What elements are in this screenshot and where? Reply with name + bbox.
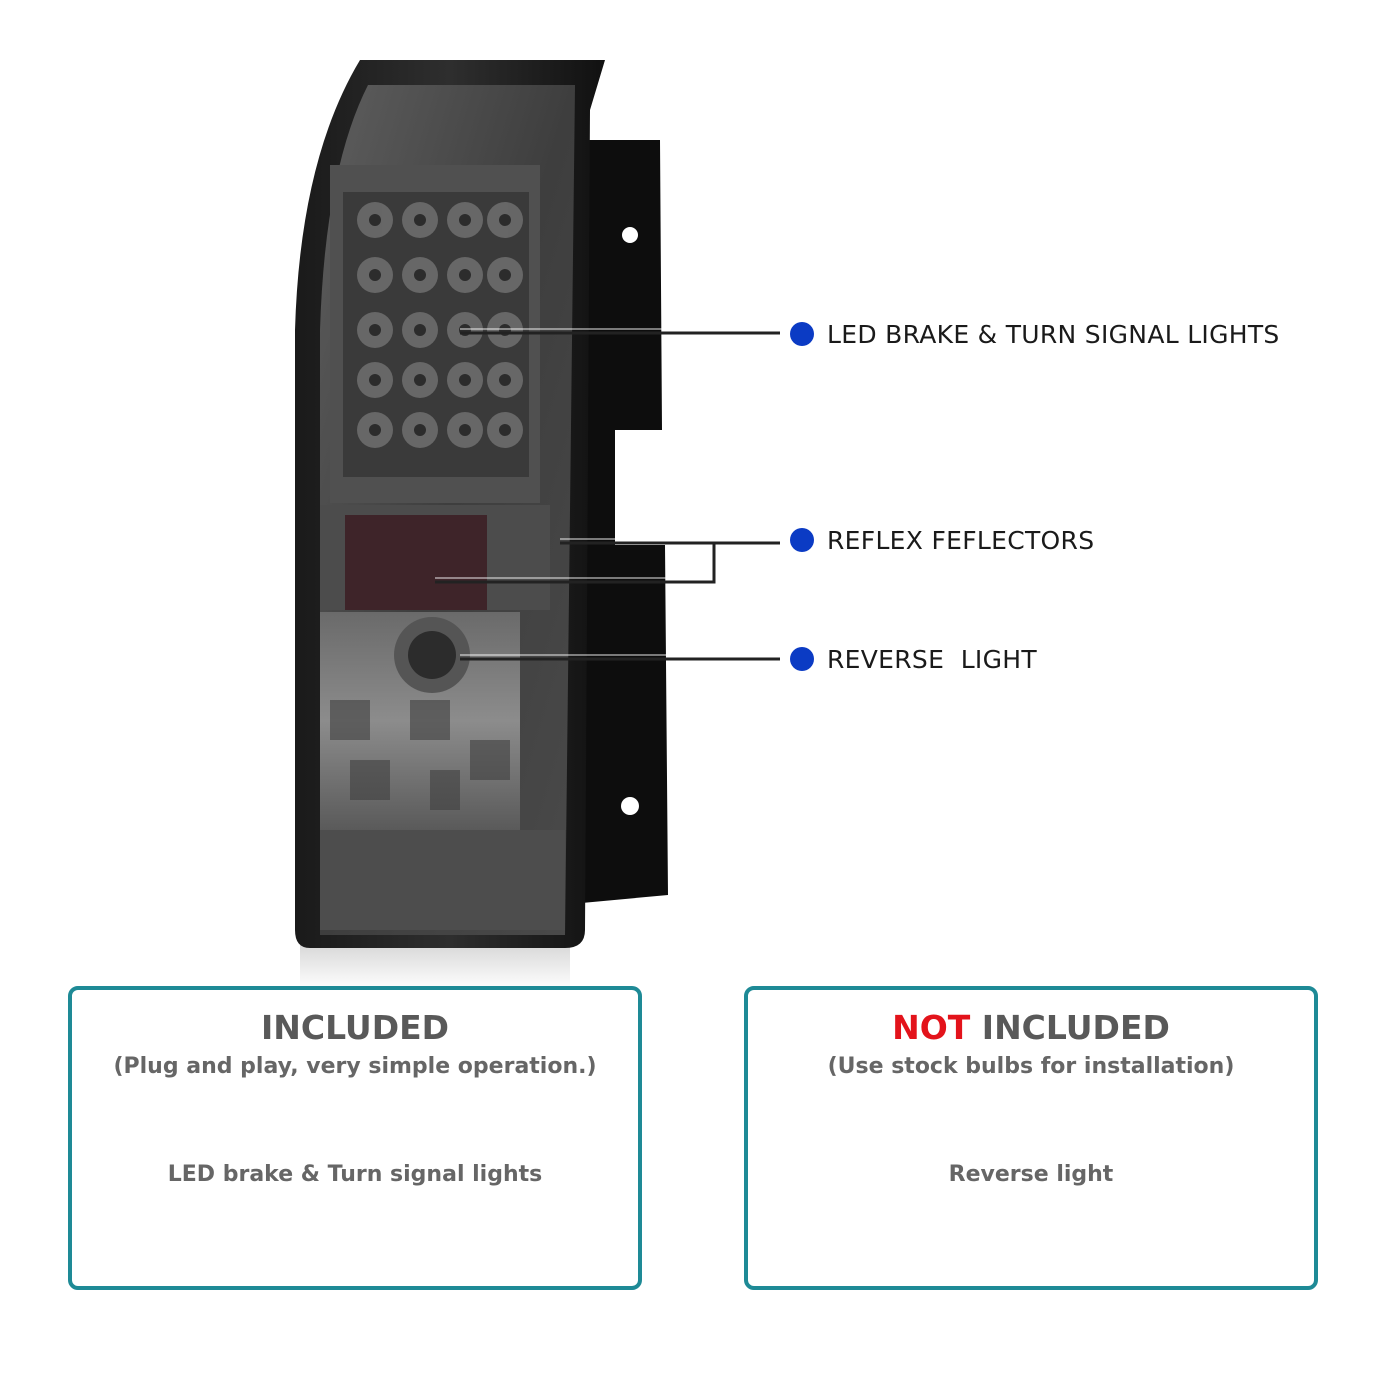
callout-led-brake-turn: LED BRAKE & TURN SIGNAL LIGHTS [790,314,1280,354]
callout-reflex-reflectors: REFLEX FEFLECTORS [790,520,1094,560]
callout-label: LED BRAKE & TURN SIGNAL LIGHTS [827,319,1280,349]
panel-title: NOT INCLUDED [748,1008,1314,1047]
callout-label: REVERSE LIGHT [827,644,1037,674]
panel-subtitle: (Use stock bulbs for installation) [827,1054,1235,1079]
callout-reverse-light: REVERSE LIGHT [790,639,1037,679]
included-panel: INCLUDED (Plug and play, very simple ope… [68,986,642,1290]
included-label: INCLUDED [970,1008,1170,1047]
panel-item: LED brake & Turn signal lights [167,1162,543,1187]
blue-bullet-icon [790,528,814,552]
not-included-panel: NOT INCLUDED (Use stock bulbs for instal… [744,986,1318,1290]
blue-bullet-icon [790,647,814,671]
tail-light-product-image [295,60,780,990]
panel-item: Reverse light [948,1162,1114,1187]
callout-label: REFLEX FEFLECTORS [827,525,1095,555]
panel-title: INCLUDED [260,1008,450,1047]
panel-subtitle: (Plug and play, very simple operation.) [113,1054,597,1079]
blue-bullet-icon [790,322,814,346]
not-label: NOT [892,1008,971,1047]
